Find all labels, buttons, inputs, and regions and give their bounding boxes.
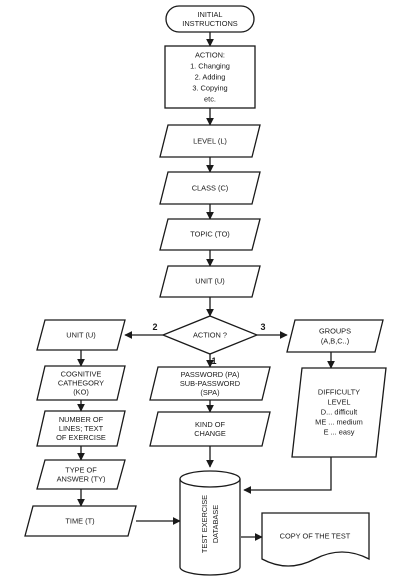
database-cylinder-rim	[179, 478, 241, 488]
label-line: PASSWORD (PA)	[181, 370, 240, 379]
label-line: GROUPS	[319, 327, 351, 336]
password-node: PASSWORD (PA)SUB-PASSWORD(SPA)	[149, 366, 271, 401]
action-decision-label: ACTION ?	[193, 331, 227, 340]
label-line: UNIT (U)	[66, 331, 95, 340]
level-node: LEVEL (L)	[159, 124, 261, 158]
process-shape	[164, 45, 256, 109]
io-shape	[286, 319, 384, 353]
action-process-label: ACTION: 1. Changing 2. Adding 3. Copying etc…	[190, 51, 230, 104]
label-line: LINES; TEXT	[59, 424, 104, 433]
label-line: COPY OF THE TEST	[280, 532, 351, 541]
label-line: UNIT (U)	[195, 277, 224, 286]
copy-of-test-node: COPY OF THE TEST	[261, 512, 370, 567]
label-line: TYPE OF	[65, 466, 97, 475]
label-line: E ... easy	[324, 428, 355, 437]
label-line: CLASS (C)	[192, 184, 229, 193]
label-line: CATHEGORY	[58, 379, 104, 388]
io-shape	[159, 171, 261, 205]
branch-label-2: 2	[152, 322, 157, 332]
io-shape	[291, 367, 387, 458]
branch-label-1: 1	[211, 356, 216, 366]
unit-left-label: UNIT (U)	[66, 331, 95, 340]
time-node: TIME (T)	[24, 505, 137, 537]
password-label: PASSWORD (PA)SUB-PASSWORD(SPA)	[180, 370, 240, 397]
arrow-difficulty-to-database	[243, 457, 332, 494]
label-line: DATABASE	[211, 505, 220, 543]
label-line: ACTION ?	[193, 331, 227, 340]
label-line: LEVEL	[327, 398, 350, 407]
io-shape	[24, 505, 137, 537]
label-line: DIFFICULTY	[318, 388, 360, 397]
class-node: CLASS (C)	[159, 171, 261, 205]
level-label: LEVEL (L)	[193, 137, 227, 146]
io-shape	[149, 411, 271, 447]
io-shape	[149, 366, 271, 401]
label-line: NUMBER OF	[59, 415, 104, 424]
io-shape	[159, 218, 261, 251]
label-line: 1. Changing	[190, 62, 230, 71]
io-shape	[36, 319, 126, 351]
unit-main-label: UNIT (U)	[195, 277, 224, 286]
action-decision-node: ACTION ?	[161, 315, 259, 355]
label-line: INITIAL	[197, 10, 222, 19]
groups-node: GROUPS(A,B,C..)	[286, 319, 384, 353]
label-line: ACTION:	[195, 51, 225, 60]
class-label: CLASS (C)	[192, 184, 229, 193]
label-line: etc.	[204, 95, 216, 104]
copy-of-test-label: COPY OF THE TEST	[280, 532, 351, 541]
label-line: KIND OF	[195, 420, 225, 429]
topic-label: TOPIC (TO)	[190, 230, 230, 239]
document-shape	[261, 512, 370, 567]
label-line: INSTRUCTIONS	[182, 19, 238, 28]
connectors	[77, 32, 335, 541]
decision-shape	[161, 315, 259, 355]
groups-label: GROUPS(A,B,C..)	[319, 327, 351, 346]
label-line: COGNITIVE	[61, 370, 102, 379]
label-line: OF EXERCISE	[56, 433, 106, 442]
topic-node: TOPIC (TO)	[159, 218, 261, 251]
label-line: (KO)	[73, 388, 89, 397]
database-cylinder-shape	[179, 470, 241, 576]
label-line: TOPIC (TO)	[190, 230, 230, 239]
label-line: (A,B,C..)	[321, 337, 349, 346]
label-line: 2. Adding	[195, 73, 226, 82]
label-line: (SPA)	[200, 388, 219, 397]
label-line: TEST EXERCISE	[200, 495, 209, 553]
terminator-shape	[165, 5, 255, 33]
io-shape	[159, 124, 261, 158]
label-line: 3. Copying	[192, 84, 227, 93]
label-line: ME ... medium	[315, 418, 363, 427]
label-line: ANSWER (TY)	[57, 475, 106, 484]
label-line: TIME (T)	[65, 517, 94, 526]
time-label: TIME (T)	[65, 517, 94, 526]
label-line: LEVEL (L)	[193, 137, 227, 146]
unit-left-node: UNIT (U)	[36, 319, 126, 351]
label-line: D... difficult	[321, 408, 357, 417]
branch-label-3: 3	[260, 322, 265, 332]
io-shape	[36, 459, 126, 490]
label-line: SUB-PASSWORD	[180, 379, 240, 388]
unit-main-node: UNIT (U)	[159, 265, 261, 298]
io-shape	[36, 410, 126, 447]
action-process-node: ACTION: 1. Changing 2. Adding 3. Copying etc…	[164, 45, 256, 109]
label-line: CHANGE	[194, 429, 226, 438]
io-shape	[36, 365, 126, 401]
io-shape	[159, 265, 261, 298]
